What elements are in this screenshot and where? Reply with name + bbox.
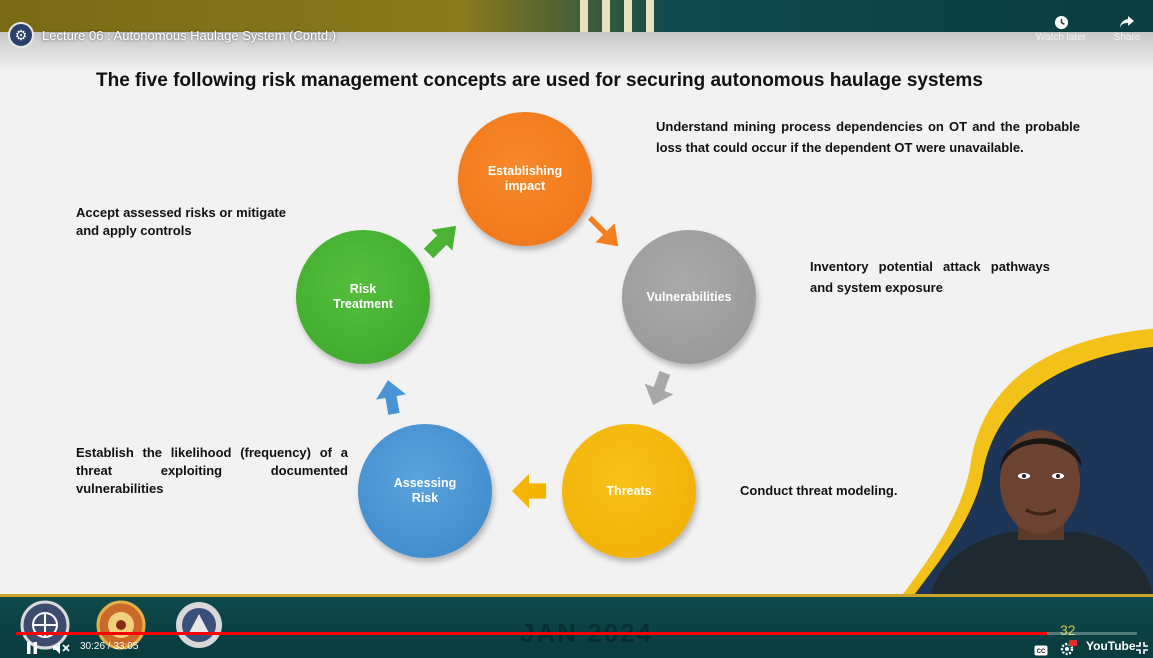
arrow-yellow-icon (511, 473, 547, 509)
settings-button[interactable] (1058, 638, 1078, 658)
circle-label: Establishing impact (487, 164, 563, 193)
watch-later-label: Watch later (1035, 32, 1087, 43)
top-stripes-decoration (580, 0, 670, 32)
description-threats: Conduct threat modeling. (740, 483, 898, 498)
description-risk-treatment: Accept assessed risks or mitigate and ap… (76, 205, 286, 238)
description-vulnerabilities: Inventory potential attack pathways and … (810, 259, 1050, 296)
slide-number: 32 (1060, 622, 1076, 638)
institute-logo-icon (20, 600, 70, 650)
circle-label: Threats (606, 483, 652, 498)
volume-muted-icon (53, 642, 70, 654)
progress-bar[interactable] (16, 632, 1137, 635)
circle-assessing-risk: Assessing Risk (358, 424, 492, 558)
description-establishing-impact: Understand mining process dependencies o… (656, 119, 1080, 156)
arrow-green-icon (423, 225, 457, 259)
video-title-row: ⚙ Lecture 06 : Autonomous Haulage System… (8, 22, 336, 48)
circle-label: Vulnerabilities (646, 289, 732, 304)
arrow-blue-icon (376, 380, 406, 415)
circle-risk-treatment: Risk Treatment (296, 230, 430, 364)
svg-text:CC: CC (1037, 649, 1046, 655)
share-arrow-icon (1119, 14, 1135, 30)
video-title[interactable]: Lecture 06 : Autonomous Haulage System (… (42, 27, 337, 43)
bottom-gold-line (0, 594, 1153, 597)
circle-label: Risk Treatment (333, 282, 393, 311)
mute-button[interactable] (50, 638, 72, 658)
emblem-logo-icon (96, 600, 146, 650)
presenter-video (930, 430, 1153, 596)
slide-heading: The five following risk management conce… (96, 70, 983, 91)
circle-establishing-impact: Establishing impact (458, 112, 592, 246)
pause-icon (27, 642, 37, 654)
slide-top-band (0, 0, 1153, 32)
cc-icon: CC (1034, 645, 1048, 655)
channel-avatar-icon[interactable]: ⚙ (8, 22, 34, 48)
top-right-actions: Watch later Share (1035, 14, 1151, 43)
watch-later-button[interactable]: Watch later (1035, 14, 1087, 43)
circle-label: Assessing Risk (393, 476, 457, 505)
arrow-gray-icon (644, 370, 674, 406)
youtube-logo[interactable]: YouTube (1086, 639, 1136, 653)
share-button[interactable]: Share (1103, 14, 1151, 43)
arrow-orange-icon (587, 215, 619, 247)
progress-fill (16, 632, 1048, 635)
description-assessing-risk: Establish the likelihood (frequency) of … (76, 445, 348, 497)
seal-logo-icon (176, 602, 222, 648)
share-label: Share (1113, 32, 1141, 43)
exit-fullscreen-icon (1136, 642, 1148, 654)
pause-button[interactable] (22, 638, 42, 658)
clock-icon (1053, 14, 1069, 30)
gear-hd-icon (1060, 640, 1077, 656)
circle-vulnerabilities: Vulnerabilities (622, 230, 756, 364)
exit-fullscreen-button[interactable] (1134, 638, 1150, 658)
circle-threats: Threats (562, 424, 696, 558)
captions-button[interactable]: CC (1032, 640, 1050, 658)
time-display: 30:26 / 33:05 (80, 641, 139, 652)
top-shadow (0, 32, 1153, 72)
